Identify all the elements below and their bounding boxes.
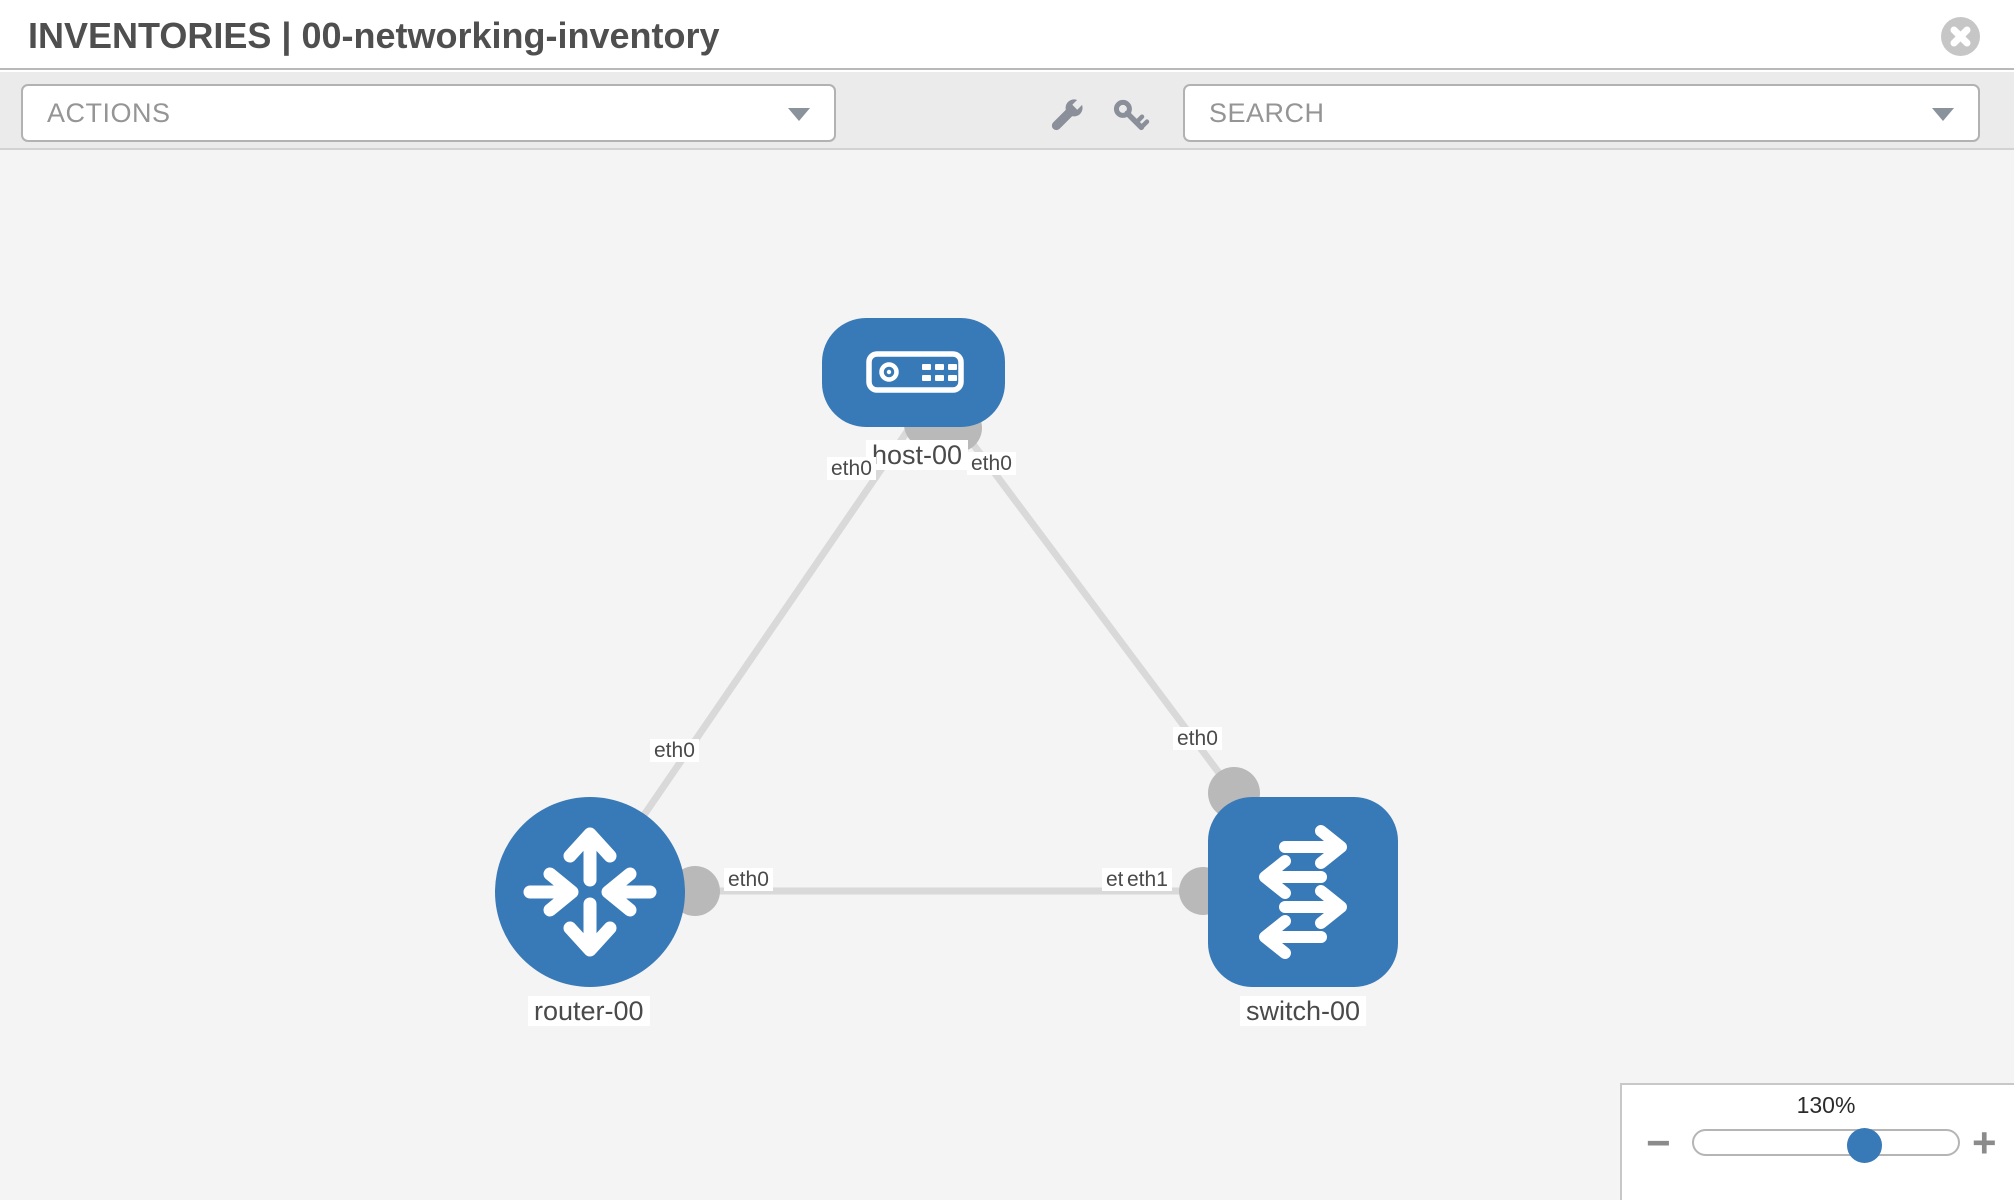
switch-node-label: switch-00 <box>1240 996 1367 1026</box>
ports <box>670 400 1260 916</box>
zoom-in-button[interactable]: + <box>1972 1119 1997 1166</box>
interface-label-router-eth0: eth0 <box>724 868 773 891</box>
zoom-slider-track[interactable] <box>1692 1129 1960 1156</box>
zoom-slider-knob[interactable] <box>1847 1128 1882 1163</box>
wrench-icon[interactable] <box>1044 94 1090 138</box>
router-icon <box>523 827 657 957</box>
chevron-down-icon <box>1932 108 1954 121</box>
interface-label-router-eth0-top: eth0 <box>650 739 699 762</box>
zoom-out-button[interactable]: − <box>1646 1119 1671 1166</box>
node-switch[interactable] <box>1208 797 1398 987</box>
interface-label-switch-eth0: eth0 <box>1173 727 1222 750</box>
title-bar: INVENTORIES | 00-networking-inventory <box>0 0 2014 70</box>
zoom-level: 130% <box>1796 1092 1856 1118</box>
host-node-label: host-00 <box>866 440 969 470</box>
search-dropdown-label: SEARCH <box>1209 98 1325 128</box>
page-title: INVENTORIES | 00-networking-inventory <box>28 15 720 56</box>
topology-canvas[interactable] <box>0 150 2014 1200</box>
actions-dropdown[interactable]: ACTIONS <box>21 84 836 142</box>
interface-label-switch-eth1: eth1 <box>1123 868 1172 891</box>
link-host-router <box>617 418 918 852</box>
actions-dropdown-label: ACTIONS <box>47 98 171 128</box>
close-icon <box>1950 26 1971 47</box>
switch-icon <box>1259 825 1347 959</box>
interface-label-host-eth0-left: eth0 <box>827 457 876 480</box>
router-node-label: router-00 <box>528 996 650 1026</box>
chevron-down-icon <box>788 108 810 121</box>
host-icon <box>866 351 964 393</box>
zoom-panel: 130% − + <box>1620 1083 2014 1200</box>
close-button[interactable] <box>1941 17 1980 56</box>
interface-label-host-eth0-right: eth0 <box>967 452 1016 475</box>
key-icon[interactable] <box>1110 94 1156 138</box>
links <box>617 417 1237 895</box>
node-router[interactable] <box>495 797 685 987</box>
toolbar: ACTIONS SEARCH <box>0 72 2014 150</box>
node-host[interactable] <box>822 318 1005 427</box>
search-dropdown[interactable]: SEARCH <box>1183 84 1980 142</box>
